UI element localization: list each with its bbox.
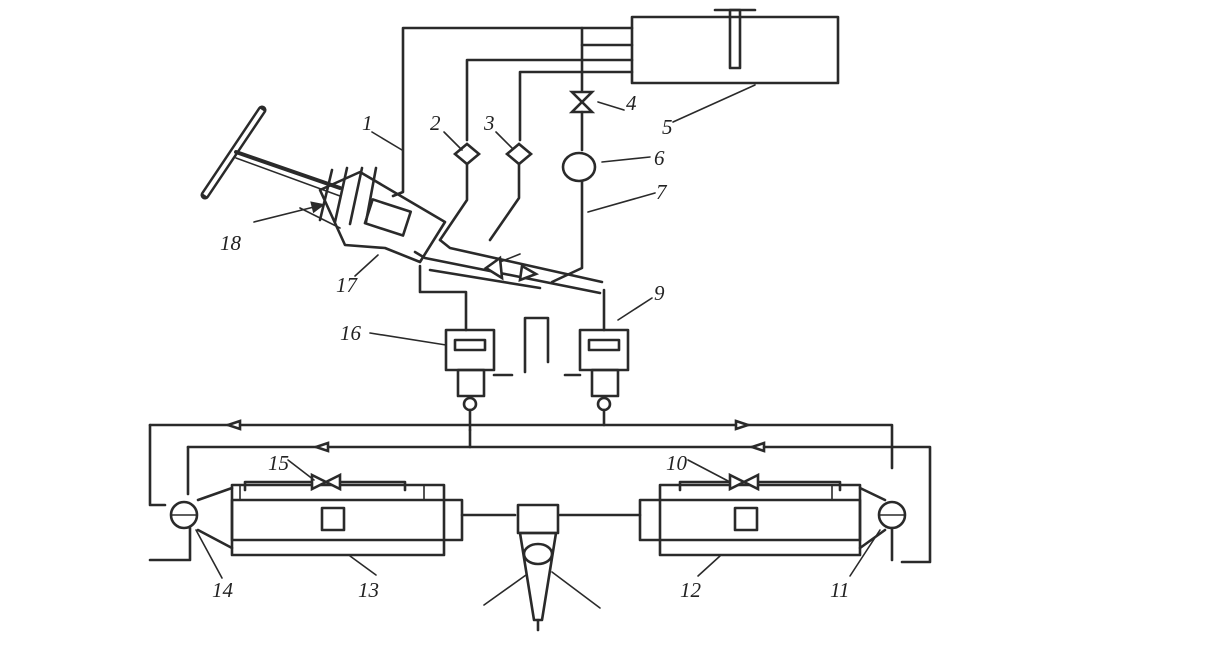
tank-pipes xyxy=(391,26,634,198)
label-10: 10 xyxy=(666,451,688,475)
reservoir-tank xyxy=(630,8,840,85)
valve-block-9 xyxy=(563,328,630,427)
label-18: 18 xyxy=(220,231,242,255)
valve-block-16 xyxy=(444,328,514,432)
label-5: 5 xyxy=(662,115,673,139)
label-1: 1 xyxy=(362,111,373,135)
label-15: 15 xyxy=(268,451,289,475)
bypass-valve-15 xyxy=(243,472,407,492)
label-3: 3 xyxy=(483,111,495,135)
label-11: 11 xyxy=(830,578,849,602)
pump-6 xyxy=(550,151,597,284)
label-4: 4 xyxy=(626,91,637,115)
cylinder-13 xyxy=(196,483,464,557)
label-17: 17 xyxy=(336,273,359,297)
distributor-manifold xyxy=(413,238,606,374)
leader-lines xyxy=(195,84,881,579)
center-hitch xyxy=(483,503,601,632)
label-7: 7 xyxy=(656,180,668,204)
label-13: 13 xyxy=(358,578,379,602)
cylinder-feed-lines xyxy=(148,419,932,564)
joint-14 xyxy=(169,500,199,530)
label-16: 16 xyxy=(340,321,362,345)
label-9: 9 xyxy=(654,281,665,305)
steering-wheel xyxy=(200,105,342,200)
label-14: 14 xyxy=(212,578,234,602)
joint-11 xyxy=(877,500,907,562)
valve-4 xyxy=(568,90,596,152)
bypass-valve-10 xyxy=(678,472,842,492)
filter-2 xyxy=(438,142,482,242)
filter-3 xyxy=(488,142,534,242)
label-6: 6 xyxy=(654,146,665,170)
steering-distributor-17 xyxy=(299,166,447,264)
label-12: 12 xyxy=(680,578,702,602)
cylinder-12 xyxy=(638,483,887,557)
label-2: 2 xyxy=(430,111,441,135)
